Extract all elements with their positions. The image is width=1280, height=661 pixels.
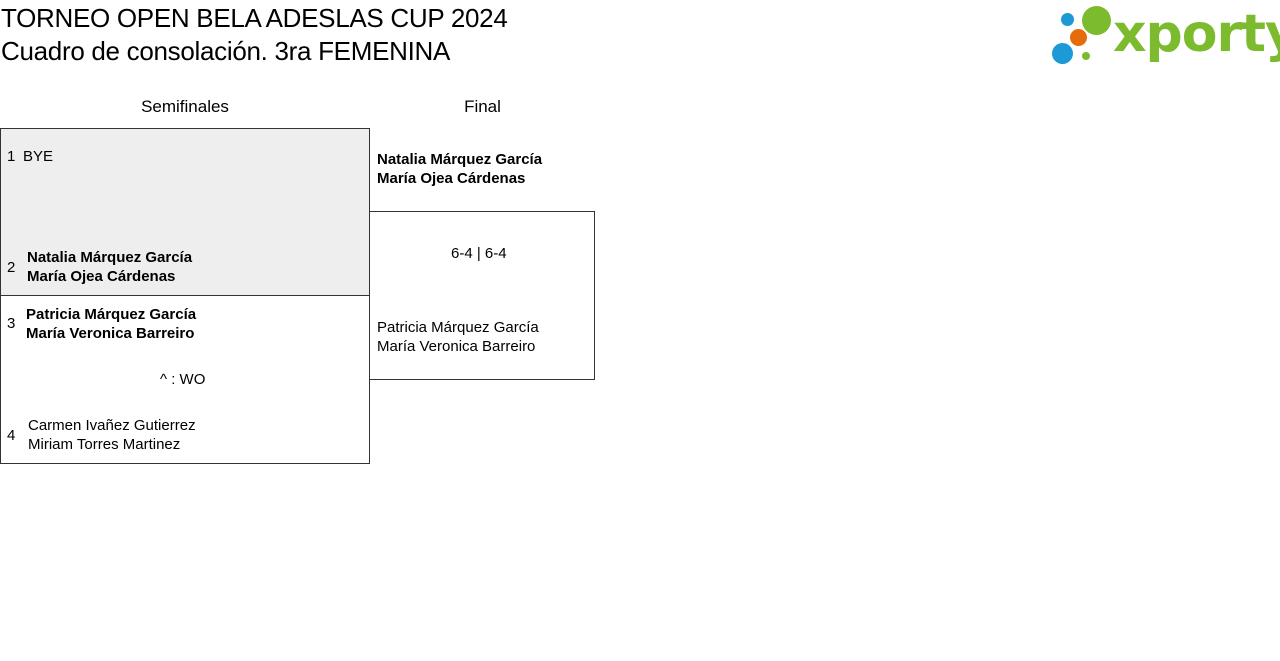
seed-number: 3 — [7, 315, 16, 332]
player-name: Natalia Márquez García — [377, 151, 543, 168]
semifinal-1-player-2: Natalia Márquez García María Ojea Cárden… — [27, 248, 192, 286]
player-name: María Veronica Barreiro — [377, 338, 536, 355]
logo-dot-green — [1082, 6, 1111, 35]
player-name: María Veronica Barreiro — [26, 325, 195, 342]
title-line-1: TORNEO OPEN BELA ADESLAS CUP 2024 — [1, 3, 508, 33]
round-title-semifinals: Semifinales — [141, 97, 229, 116]
tournament-title: TORNEO OPEN BELA ADESLAS CUP 2024 Cuadro… — [1, 2, 508, 68]
semifinal-2-player-2: Carmen Ivañez Gutierrez Miriam Torres Ma… — [28, 416, 196, 454]
seed-number: 1 — [7, 148, 16, 165]
semifinal-1-box[interactable] — [0, 128, 370, 296]
player-name: Patricia Márquez García — [26, 306, 197, 323]
player-name: Carmen Ivañez Gutierrez — [28, 417, 196, 434]
logo-dot-green-small — [1082, 52, 1090, 60]
round-title-final: Final — [464, 97, 501, 116]
final-player-bottom: Patricia Márquez García María Veronica B… — [377, 318, 539, 356]
final-box[interactable] — [369, 211, 595, 380]
seed-number: 2 — [7, 259, 16, 276]
logo-dot-blue-bottom — [1052, 43, 1073, 64]
logo-dot-blue-top — [1061, 13, 1074, 26]
player-name: Patricia Márquez García — [377, 319, 539, 336]
final-score: 6-4 | 6-4 — [451, 245, 507, 262]
seed-number: 4 — [7, 427, 16, 444]
final-player-top: Natalia Márquez García María Ojea Cárden… — [377, 150, 542, 188]
title-line-2: Cuadro de consolación. 3ra FEMENINA — [1, 36, 451, 66]
player-name: Natalia Márquez García — [27, 249, 193, 266]
player-name: María Ojea Cárdenas — [377, 170, 526, 187]
semifinal-1-player-1: BYE — [23, 148, 54, 165]
player-name: Miriam Torres Martinez — [28, 436, 181, 453]
logo-text: xporty — [1113, 4, 1280, 64]
semifinal-2-player-1: Patricia Márquez García María Veronica B… — [26, 305, 196, 343]
logo-dot-orange — [1070, 29, 1087, 46]
xporty-logo: xporty — [1050, 4, 1280, 66]
semifinal-2-result: ^ : WO — [160, 371, 206, 388]
player-name: María Ojea Cárdenas — [27, 268, 176, 285]
